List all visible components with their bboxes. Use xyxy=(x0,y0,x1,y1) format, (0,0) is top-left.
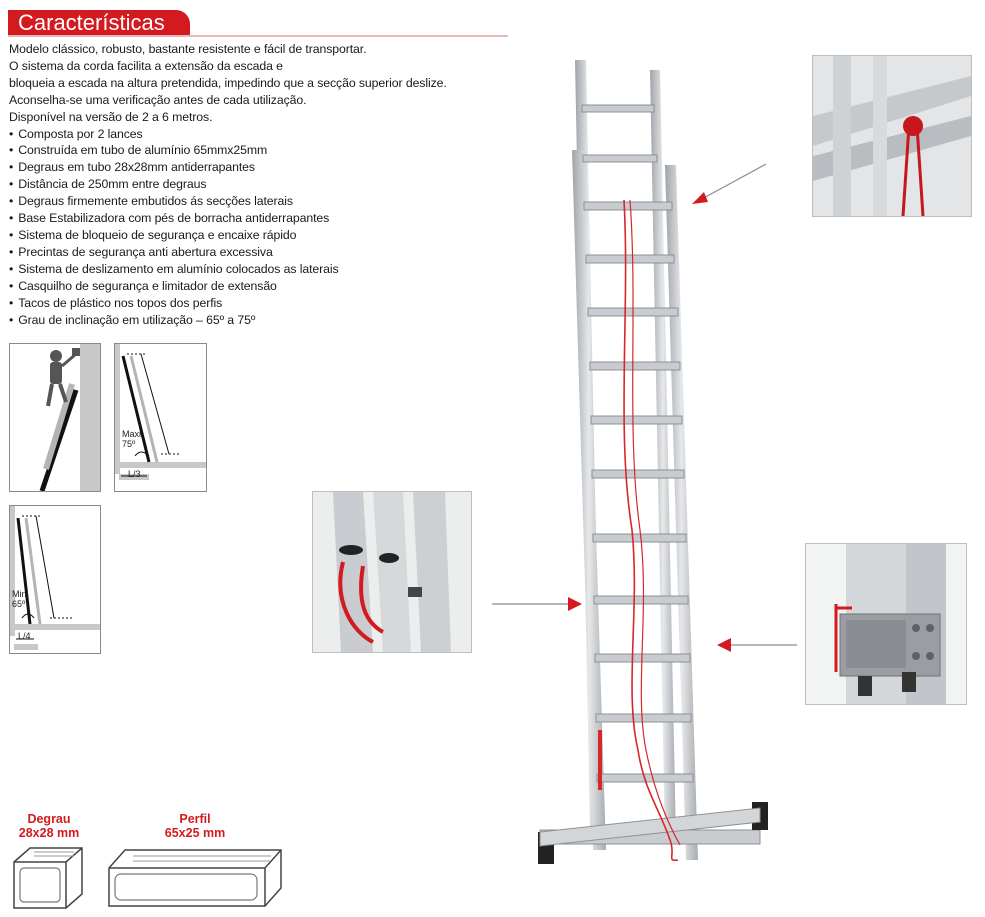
max-base-label: L/3 xyxy=(128,469,141,479)
feature-item: Degraus em tubo 28x28mm antiderrapantes xyxy=(9,159,509,176)
feature-item: Tacos de plástico nos topos dos perfis xyxy=(9,295,509,312)
feature-item: Sistema de bloqueio de segurança e encai… xyxy=(9,227,509,244)
detail-photo-safety-strap xyxy=(312,491,472,653)
feature-item: Degraus firmemente embutidos ás secções … xyxy=(9,193,509,210)
ladder-icon xyxy=(10,506,100,650)
max-angle-label: Maxi 75º xyxy=(122,429,142,449)
arrow-icon xyxy=(492,597,582,611)
description-line: Modelo clássico, robusto, bastante resis… xyxy=(9,42,367,56)
step-profile-icon xyxy=(13,847,83,909)
usage-diagram-min-angle: Mini 65º L/4 xyxy=(9,505,101,654)
detail-photo-lock-system xyxy=(805,543,967,705)
section-header: Características xyxy=(8,10,190,36)
worker-icon xyxy=(39,344,100,491)
feature-item: Grau de inclinação em utilização – 65º a… xyxy=(9,312,509,329)
description-line: bloqueia a escada na altura pretendida, … xyxy=(9,75,447,90)
description-line: Disponível na versão de 2 a 6 metros. xyxy=(9,109,213,124)
arrow-icon xyxy=(692,163,767,204)
description-block: Modelo clássico, robusto, bastante resis… xyxy=(9,41,509,328)
feature-item: Casquilho de segurança e limitador de ex… xyxy=(9,278,509,295)
description-line: O sistema da corda facilita a extensão d… xyxy=(9,58,283,73)
section-title: Características xyxy=(18,10,165,35)
feature-item: Construída em tubo de alumínio 65mmx25mm xyxy=(9,142,509,159)
header-divider xyxy=(8,35,508,37)
feature-item: Sistema de deslizamento em alumínio colo… xyxy=(9,261,509,278)
rail-profile-icon xyxy=(108,849,282,907)
feature-item: Precintas de segurança anti abertura exc… xyxy=(9,244,509,261)
usage-diagram-worker xyxy=(9,343,101,492)
step-profile-label: Degrau 28x28 mm xyxy=(18,812,80,840)
ladder-image xyxy=(538,60,768,864)
arrow-icon xyxy=(717,638,797,652)
min-angle-label: Mini 65º xyxy=(12,589,29,609)
rail-profile-label: Perfil 65x25 mm xyxy=(164,812,226,840)
feature-item: Base Estabilizadora com pés de borracha … xyxy=(9,210,509,227)
detail-photo-rope-pulley xyxy=(812,55,972,217)
description-line: Aconselha-se uma verificação antes de ca… xyxy=(9,92,307,107)
ladder-icon xyxy=(115,344,206,480)
usage-diagram-max-angle: Maxi 75º L/3 xyxy=(114,343,207,492)
feature-item: Composta por 2 lances xyxy=(9,126,509,143)
feature-item: Distância de 250mm entre degraus xyxy=(9,176,509,193)
feature-list: Composta por 2 lances Construída em tubo… xyxy=(9,126,509,329)
min-base-label: L/4 xyxy=(18,631,31,641)
